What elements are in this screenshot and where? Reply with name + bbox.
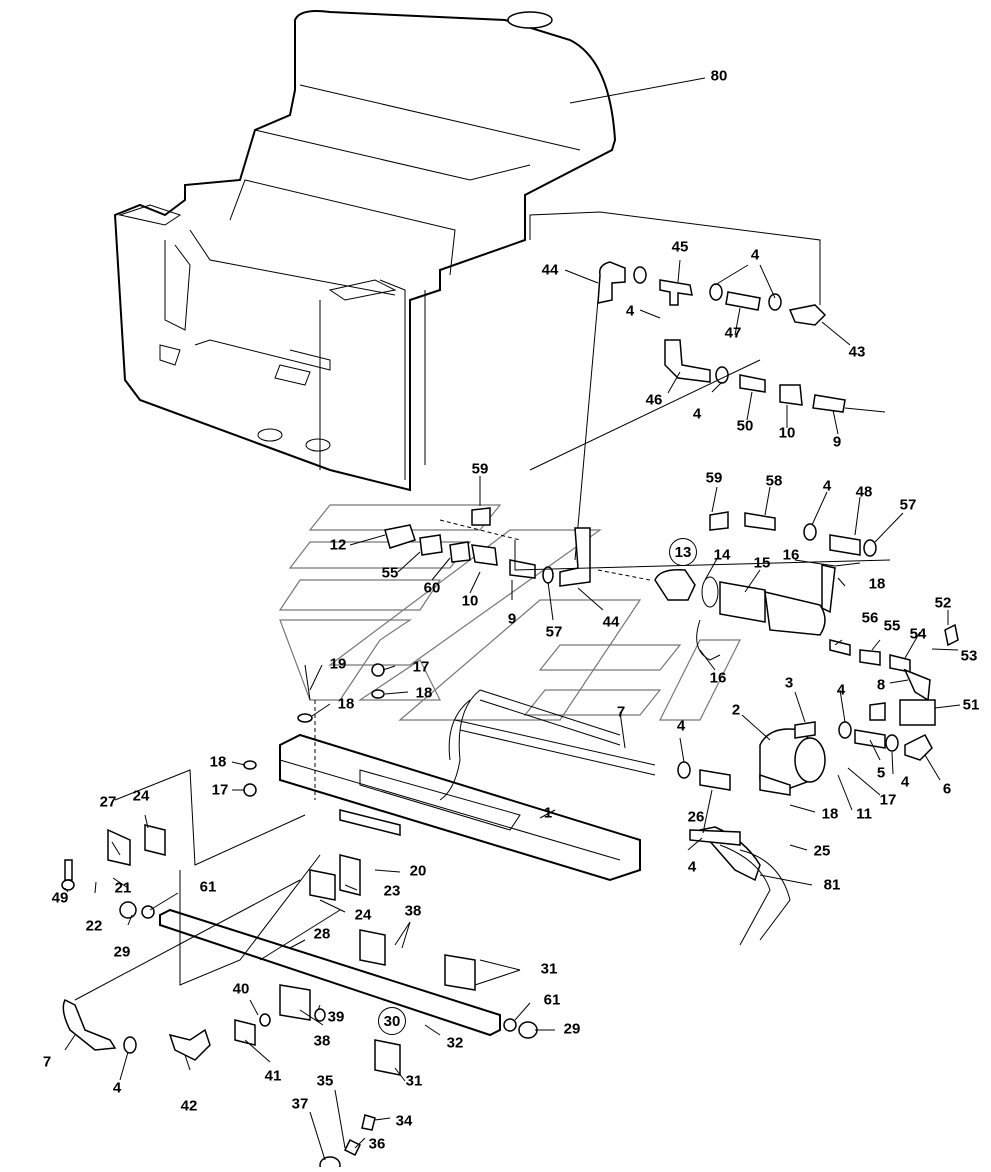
- callout-53[interactable]: 53: [960, 647, 978, 665]
- callout-5[interactable]: 5: [876, 764, 886, 782]
- callout-38[interactable]: 38: [404, 902, 422, 920]
- callout-18[interactable]: 18: [337, 695, 355, 713]
- callout-23[interactable]: 23: [383, 882, 401, 900]
- filter-assembly: [384, 507, 959, 726]
- callout-7[interactable]: 7: [42, 1053, 52, 1071]
- callout-4[interactable]: 4: [687, 858, 697, 876]
- callout-51[interactable]: 51: [962, 696, 980, 714]
- callout-29[interactable]: 29: [563, 1020, 581, 1038]
- callout-24[interactable]: 24: [132, 787, 150, 805]
- callout-18[interactable]: 18: [821, 805, 839, 823]
- callout-24[interactable]: 24: [354, 906, 372, 924]
- callout-12[interactable]: 12: [329, 536, 347, 554]
- callout-1[interactable]: 1: [543, 804, 553, 822]
- callout-22[interactable]: 22: [85, 917, 103, 935]
- mounting-channel: [243, 663, 641, 882]
- callout-14[interactable]: 14: [713, 546, 731, 564]
- callout-19[interactable]: 19: [329, 655, 347, 673]
- callout-59[interactable]: 59: [471, 460, 489, 478]
- callout-50[interactable]: 50: [736, 417, 754, 435]
- callout-4[interactable]: 4: [836, 681, 846, 699]
- callout-31[interactable]: 31: [405, 1072, 423, 1090]
- callout-58[interactable]: 58: [765, 472, 783, 490]
- callout-8[interactable]: 8: [876, 676, 886, 694]
- callout-61[interactable]: 61: [543, 991, 561, 1009]
- callout-80[interactable]: 80: [710, 67, 728, 85]
- callout-16[interactable]: 16: [782, 546, 800, 564]
- callout-42[interactable]: 42: [180, 1097, 198, 1115]
- callout-4[interactable]: 4: [112, 1079, 122, 1097]
- callout-47[interactable]: 47: [724, 324, 742, 342]
- callout-9[interactable]: 9: [832, 433, 842, 451]
- callout-57[interactable]: 57: [899, 496, 917, 514]
- callout-4[interactable]: 4: [900, 773, 910, 791]
- callout-57[interactable]: 57: [545, 623, 563, 641]
- callout-17[interactable]: 17: [211, 781, 229, 799]
- callout-3[interactable]: 3: [784, 674, 794, 692]
- callout-13[interactable]: 13: [669, 538, 697, 566]
- callout-81[interactable]: 81: [823, 876, 841, 894]
- callout-31[interactable]: 31: [540, 960, 558, 978]
- callout-18[interactable]: 18: [415, 684, 433, 702]
- callout-30[interactable]: 30: [378, 1007, 406, 1035]
- callout-27[interactable]: 27: [99, 793, 117, 811]
- callout-49[interactable]: 49: [51, 889, 69, 907]
- callout-46[interactable]: 46: [645, 391, 663, 409]
- fuel-pump-assembly: [454, 719, 933, 946]
- callout-4[interactable]: 4: [750, 246, 760, 264]
- callout-45[interactable]: 45: [671, 238, 689, 256]
- callout-18[interactable]: 18: [209, 753, 227, 771]
- callout-60[interactable]: 60: [423, 579, 441, 597]
- fuel-tank-frame: [113, 10, 617, 492]
- callout-28[interactable]: 28: [313, 925, 331, 943]
- callout-6[interactable]: 6: [942, 780, 952, 798]
- callout-29[interactable]: 29: [113, 943, 131, 961]
- callout-26[interactable]: 26: [687, 808, 705, 826]
- callout-37[interactable]: 37: [291, 1095, 309, 1113]
- callout-15[interactable]: 15: [753, 554, 771, 572]
- callout-25[interactable]: 25: [813, 842, 831, 860]
- callout-38[interactable]: 38: [313, 1032, 331, 1050]
- callout-21[interactable]: 21: [114, 879, 132, 897]
- callout-4[interactable]: 4: [625, 302, 635, 320]
- callout-61[interactable]: 61: [199, 878, 217, 896]
- callout-4[interactable]: 4: [692, 405, 702, 423]
- callout-32[interactable]: 32: [446, 1034, 464, 1052]
- callout-55[interactable]: 55: [883, 617, 901, 635]
- callout-41[interactable]: 41: [264, 1067, 282, 1085]
- callout-54[interactable]: 54: [909, 625, 927, 643]
- callout-4[interactable]: 4: [676, 717, 686, 735]
- callout-11[interactable]: 11: [856, 805, 872, 823]
- callout-4[interactable]: 4: [822, 477, 832, 495]
- callout-48[interactable]: 48: [855, 483, 873, 501]
- callout-44[interactable]: 44: [602, 613, 620, 631]
- callout-52[interactable]: 52: [934, 594, 952, 612]
- callout-9[interactable]: 9: [507, 610, 517, 628]
- callout-16[interactable]: 16: [709, 669, 727, 687]
- callout-10[interactable]: 10: [461, 592, 479, 610]
- callout-20[interactable]: 20: [409, 862, 427, 880]
- leader-lines: [64, 77, 961, 1161]
- callout-10[interactable]: 10: [778, 424, 796, 442]
- callout-34[interactable]: 34: [395, 1112, 413, 1130]
- callout-7[interactable]: 7: [616, 703, 626, 721]
- callout-43[interactable]: 43: [848, 343, 866, 361]
- upper-hose-assembly: [529, 211, 886, 561]
- callout-18[interactable]: 18: [868, 575, 886, 593]
- fuel-rail-assembly: [61, 769, 538, 1172]
- callout-55[interactable]: 55: [381, 564, 399, 582]
- callout-44[interactable]: 44: [541, 261, 559, 279]
- callout-40[interactable]: 40: [232, 980, 250, 998]
- callout-35[interactable]: 35: [316, 1072, 334, 1090]
- callout-59[interactable]: 59: [705, 469, 723, 487]
- callout-39[interactable]: 39: [327, 1008, 345, 1026]
- callout-17[interactable]: 17: [412, 658, 430, 676]
- watermark-logo: [278, 504, 741, 721]
- callout-2[interactable]: 2: [731, 701, 741, 719]
- callout-17[interactable]: 17: [879, 791, 897, 809]
- callout-36[interactable]: 36: [368, 1135, 386, 1153]
- callout-56[interactable]: 56: [861, 609, 879, 627]
